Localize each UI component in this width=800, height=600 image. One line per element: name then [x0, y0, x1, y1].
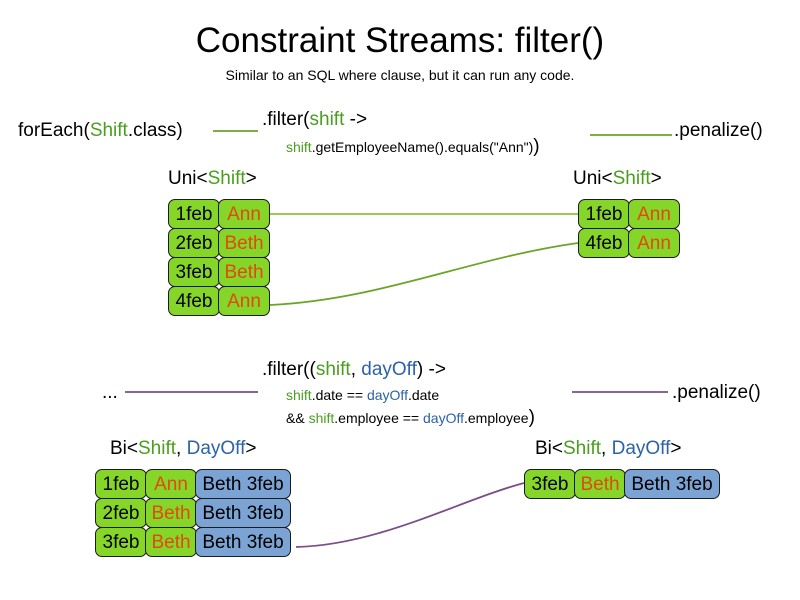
uni-input-stack: 1feb Ann 2feb Beth 3feb Beth 4feb Ann [168, 199, 270, 316]
bi-filter-param-dayoff: dayOff [361, 359, 417, 380]
slide-title: Constraint Streams: filter() [195, 21, 605, 60]
uni-output-type-label: Uni<Shift> [573, 167, 662, 191]
uni-filter-body: shift.getEmployeeName().equals("Ann")) [286, 135, 540, 159]
uni-output-type-prefix: Uni< [573, 168, 613, 189]
uni-output-row-2[interactable]: 4feb Ann [578, 228, 680, 258]
shift-date-cell: 4feb [168, 286, 220, 316]
bi-input-type-generic-shift: Shift [138, 438, 177, 459]
uni-output-type-generic: Shift [612, 168, 651, 189]
bi-output-type-sep: , [601, 438, 612, 459]
bi-filter-line2-var2: dayOff [423, 410, 464, 426]
uni-filter-head: .filter(shift -> [262, 108, 367, 132]
shift-date-cell: 2feb [168, 228, 220, 258]
uni-filter-close-paren: ) [533, 136, 540, 157]
bi-terminal-expression: .penalize() [672, 382, 761, 403]
bi-filter-line2-var1: shift [308, 410, 335, 426]
bi-edge-3feb [295, 482, 525, 548]
bi-filter-keyword: .filter(( [262, 359, 316, 380]
bi-input-type-suffix: > [245, 438, 257, 459]
dayoff-cell: Beth 3feb [195, 527, 291, 557]
uni-filter-body-rest: .getEmployeeName().equals("Ann") [311, 139, 534, 155]
bi-output-type-suffix: > [670, 438, 682, 459]
uni-filter-body-var: shift [286, 139, 312, 155]
uni-input-row-2[interactable]: 2feb Beth [168, 228, 270, 258]
bi-input-row-1[interactable]: 1feb Ann Beth 3feb [95, 469, 291, 499]
bi-output-type-prefix: Bi< [535, 438, 563, 459]
uni-filter-param: shift [309, 109, 345, 130]
shift-date-cell: 2feb [95, 498, 147, 528]
shift-name-cell: Beth [574, 469, 626, 499]
shift-date-cell: 3feb [95, 527, 147, 557]
bi-filter-line1-rest: .date [407, 387, 440, 403]
bi-filter-line1-mid: .date == [311, 387, 367, 403]
bi-filter-line2-mid: .employee == [334, 410, 423, 426]
shift-name-cell: Beth [218, 257, 270, 287]
bi-filter-line2-rest: .employee [464, 410, 529, 426]
bi-output-stack: 3feb Beth Beth 3feb [524, 469, 720, 499]
bi-output-row-1[interactable]: 3feb Beth Beth 3feb [524, 469, 720, 499]
bi-filter-line1-var1: shift [286, 387, 312, 403]
dayoff-cell: Beth 3feb [195, 469, 291, 499]
uni-source-suffix: .class) [127, 120, 183, 141]
uni-edge-4feb [269, 242, 579, 306]
bi-filter-param-sep: , [350, 359, 362, 380]
bi-filter-line1-var2: dayOff [366, 387, 408, 403]
shift-name-cell: Beth [145, 498, 197, 528]
uni-output-row-1[interactable]: 1feb Ann [578, 199, 680, 229]
shift-name-cell: Beth [145, 527, 197, 557]
uni-source-type: Shift [89, 120, 128, 141]
bi-filter-close-paren: ) [528, 407, 535, 428]
shift-name-cell: Ann [218, 286, 270, 316]
bi-input-type-prefix: Bi< [110, 438, 138, 459]
shift-name-cell: Ann [145, 469, 197, 499]
bi-filter-line2-prefix: && [286, 410, 309, 426]
uni-source-expression: forEach(Shift.class) [18, 119, 183, 143]
dayoff-cell: Beth 3feb [624, 469, 720, 499]
uni-input-type-prefix: Uni< [168, 168, 208, 189]
shift-name-cell: Ann [218, 199, 270, 229]
bi-source-expression: ... [102, 382, 118, 403]
bi-input-type-sep: , [176, 438, 187, 459]
uni-output-type-suffix: > [650, 168, 662, 189]
shift-date-cell: 3feb [168, 257, 220, 287]
bi-output-type-generic-shift: Shift [563, 438, 602, 459]
uni-input-type-suffix: > [245, 168, 257, 189]
shift-date-cell: 4feb [578, 228, 630, 258]
uni-input-type-generic: Shift [207, 168, 246, 189]
bi-filter-body-line-1: shift.date == dayOff.date [286, 383, 439, 407]
uni-input-type-label: Uni<Shift> [168, 167, 257, 191]
bi-input-type-label: Bi<Shift, DayOff> [110, 437, 256, 461]
bi-filter-body-line-2: && shift.employee == dayOff.employee) [286, 406, 535, 430]
uni-filter-arrow: -> [344, 109, 368, 130]
uni-terminal-expression: .penalize() [674, 120, 763, 141]
bi-output-type-generic-dayoff: DayOff [611, 438, 671, 459]
uni-input-row-1[interactable]: 1feb Ann [168, 199, 270, 229]
uni-input-row-3[interactable]: 3feb Beth [168, 257, 270, 287]
bi-input-type-generic-dayoff: DayOff [186, 438, 246, 459]
shift-name-cell: Ann [628, 199, 680, 229]
bi-input-row-2[interactable]: 2feb Beth Beth 3feb [95, 498, 291, 528]
slide-subtitle: Similar to an SQL where clause, but it c… [225, 67, 575, 83]
bi-input-row-3[interactable]: 3feb Beth Beth 3feb [95, 527, 291, 557]
uni-source-prefix: forEach( [18, 120, 90, 141]
dayoff-cell: Beth 3feb [195, 498, 291, 528]
bi-filter-arrow: ) -> [416, 359, 446, 380]
bi-input-stack: 1feb Ann Beth 3feb 2feb Beth Beth 3feb 3… [95, 469, 291, 557]
shift-date-cell: 1feb [168, 199, 220, 229]
shift-date-cell: 1feb [95, 469, 147, 499]
bi-filter-param-shift: shift [315, 359, 351, 380]
bi-filter-head: .filter((shift, dayOff) -> [262, 358, 446, 382]
uni-output-stack: 1feb Ann 4feb Ann [578, 199, 680, 258]
shift-date-cell: 1feb [578, 199, 630, 229]
shift-name-cell: Ann [628, 228, 680, 258]
uni-input-row-4[interactable]: 4feb Ann [168, 286, 270, 316]
uni-filter-keyword: .filter( [262, 109, 310, 130]
shift-name-cell: Beth [218, 228, 270, 258]
bi-output-type-label: Bi<Shift, DayOff> [535, 437, 681, 461]
shift-date-cell: 3feb [524, 469, 576, 499]
